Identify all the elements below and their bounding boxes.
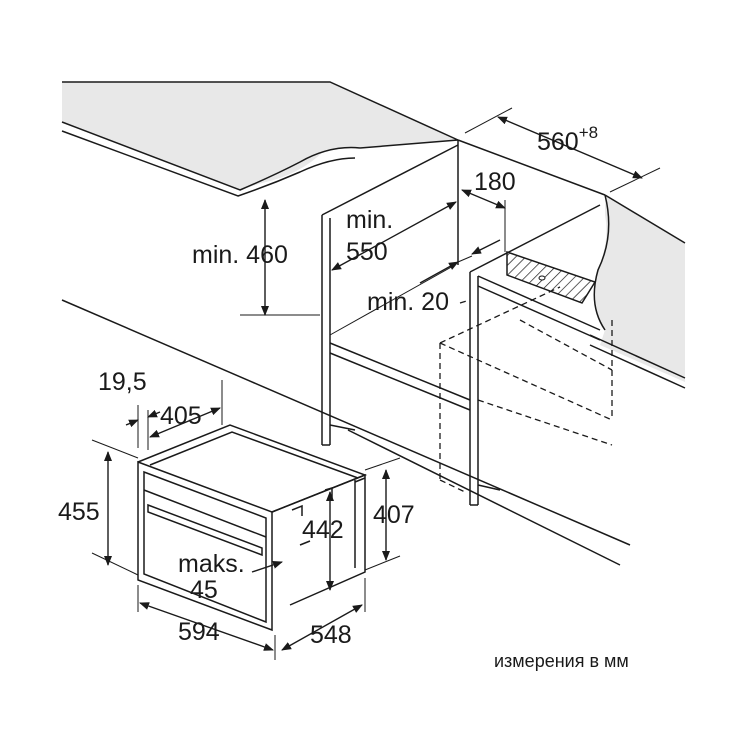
label-width-560: 560+8 (537, 123, 598, 156)
label-19-5: 19,5 (98, 368, 147, 396)
label-min-20: min. 20 (367, 288, 449, 316)
niche-structure (61, 139, 631, 566)
label-min-550-line2: 550 (346, 238, 388, 266)
niche-labels: min. 460 min. 550 min. 20 560+8 180 (192, 123, 598, 316)
label-vent-180: 180 (474, 168, 516, 196)
label-442: 442 (302, 516, 344, 544)
label-548: 548 (310, 621, 352, 649)
label-455: 455 (58, 498, 100, 526)
label-594: 594 (178, 618, 220, 646)
countertop-right (589, 194, 686, 389)
appliance-labels: 19,5 405 455 442 407 maks. 45 594 548 (58, 368, 415, 649)
unit-note: измерения в мм (494, 651, 629, 671)
countertop-left (61, 81, 459, 197)
label-min-460: min. 460 (192, 241, 288, 269)
label-407: 407 (373, 501, 415, 529)
niche-dimension-lines (240, 107, 661, 336)
label-maks: maks. (178, 550, 245, 578)
label-min-550-line1: min. (346, 206, 393, 234)
label-maks-45: 45 (190, 576, 218, 604)
appliance-ghost-outline (439, 286, 613, 493)
vent-opening (506, 250, 597, 304)
appliance-dimension-lines (91, 380, 401, 660)
label-405: 405 (160, 402, 202, 430)
